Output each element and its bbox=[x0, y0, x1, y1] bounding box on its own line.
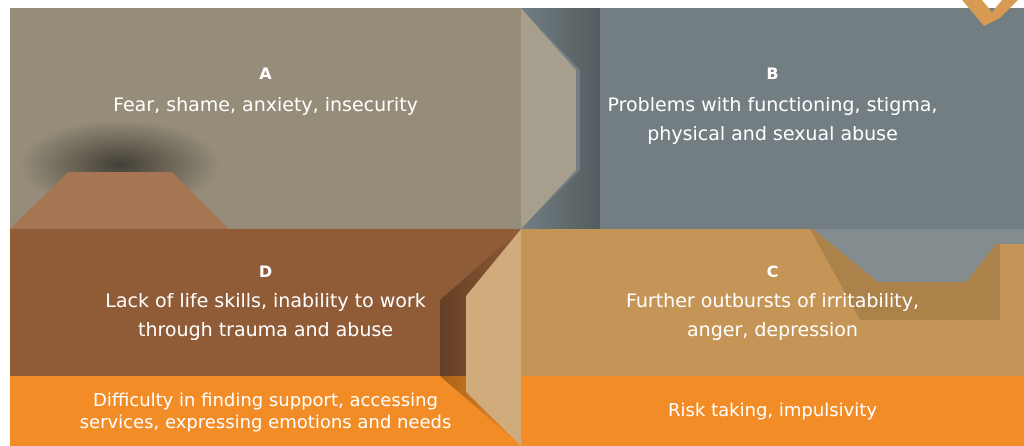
quadrant-c-text: Further outbursts of irritability, anger… bbox=[521, 287, 1024, 345]
quadrant-b-panel bbox=[521, 8, 1024, 229]
arrow-a-b-shadow bbox=[521, 8, 600, 229]
band-right-line-1: Risk taking, impulsivity bbox=[668, 400, 877, 421]
quadrant-d: D Lack of life skills, inability to work… bbox=[10, 262, 521, 345]
quadrant-c-line-2: anger, depression bbox=[687, 319, 858, 341]
quadrant-a-text: Fear, shame, anxiety, insecurity bbox=[10, 91, 521, 120]
quadrant-b-line-2: physical and sexual abuse bbox=[647, 123, 898, 145]
band-left-line-2: services, expressing emotions and needs bbox=[79, 412, 452, 433]
band-right-panel bbox=[521, 376, 1024, 446]
quadrant-d-panel bbox=[10, 229, 521, 376]
quadrant-b: B Problems with functioning, stigma, phy… bbox=[521, 64, 1024, 149]
quadrant-b-letter: B bbox=[766, 64, 779, 83]
arrow-b-to-c bbox=[813, 229, 1024, 282]
band-left-panel bbox=[10, 376, 521, 446]
quadrant-a: A Fear, shame, anxiety, insecurity bbox=[10, 64, 521, 120]
quadrant-c-letter: C bbox=[766, 262, 779, 281]
arrow-a-to-b bbox=[521, 8, 576, 229]
quadrant-b-text: Problems with functioning, stigma, physi… bbox=[521, 91, 1024, 149]
arrow-c-to-d bbox=[466, 229, 521, 446]
quadrant-d-text: Lack of life skills, inability to work t… bbox=[10, 287, 521, 345]
quadrant-c-line-1: Further outbursts of irritability, bbox=[625, 290, 919, 312]
quadrant-b-line-1: Problems with functioning, stigma, bbox=[607, 94, 938, 116]
band-left-line-1: Difficulty in finding support, accessing bbox=[93, 390, 438, 411]
quadrant-a-line-1: Fear, shame, anxiety, insecurity bbox=[113, 94, 418, 116]
quadrant-d-line-2: through trauma and abuse bbox=[138, 319, 393, 341]
quadrant-d-letter: D bbox=[258, 262, 273, 281]
band-left: Difficulty in finding support, accessing… bbox=[10, 390, 521, 434]
quadrant-d-line-1: Lack of life skills, inability to work bbox=[105, 290, 426, 312]
quadrant-c: C Further outbursts of irritability, ang… bbox=[521, 262, 1024, 345]
arrow-d-to-a bbox=[10, 172, 229, 229]
band-right: Risk taking, impulsivity bbox=[521, 400, 1024, 422]
quadrant-a-letter: A bbox=[259, 64, 272, 83]
corner-figure-icon bbox=[962, 0, 1018, 26]
